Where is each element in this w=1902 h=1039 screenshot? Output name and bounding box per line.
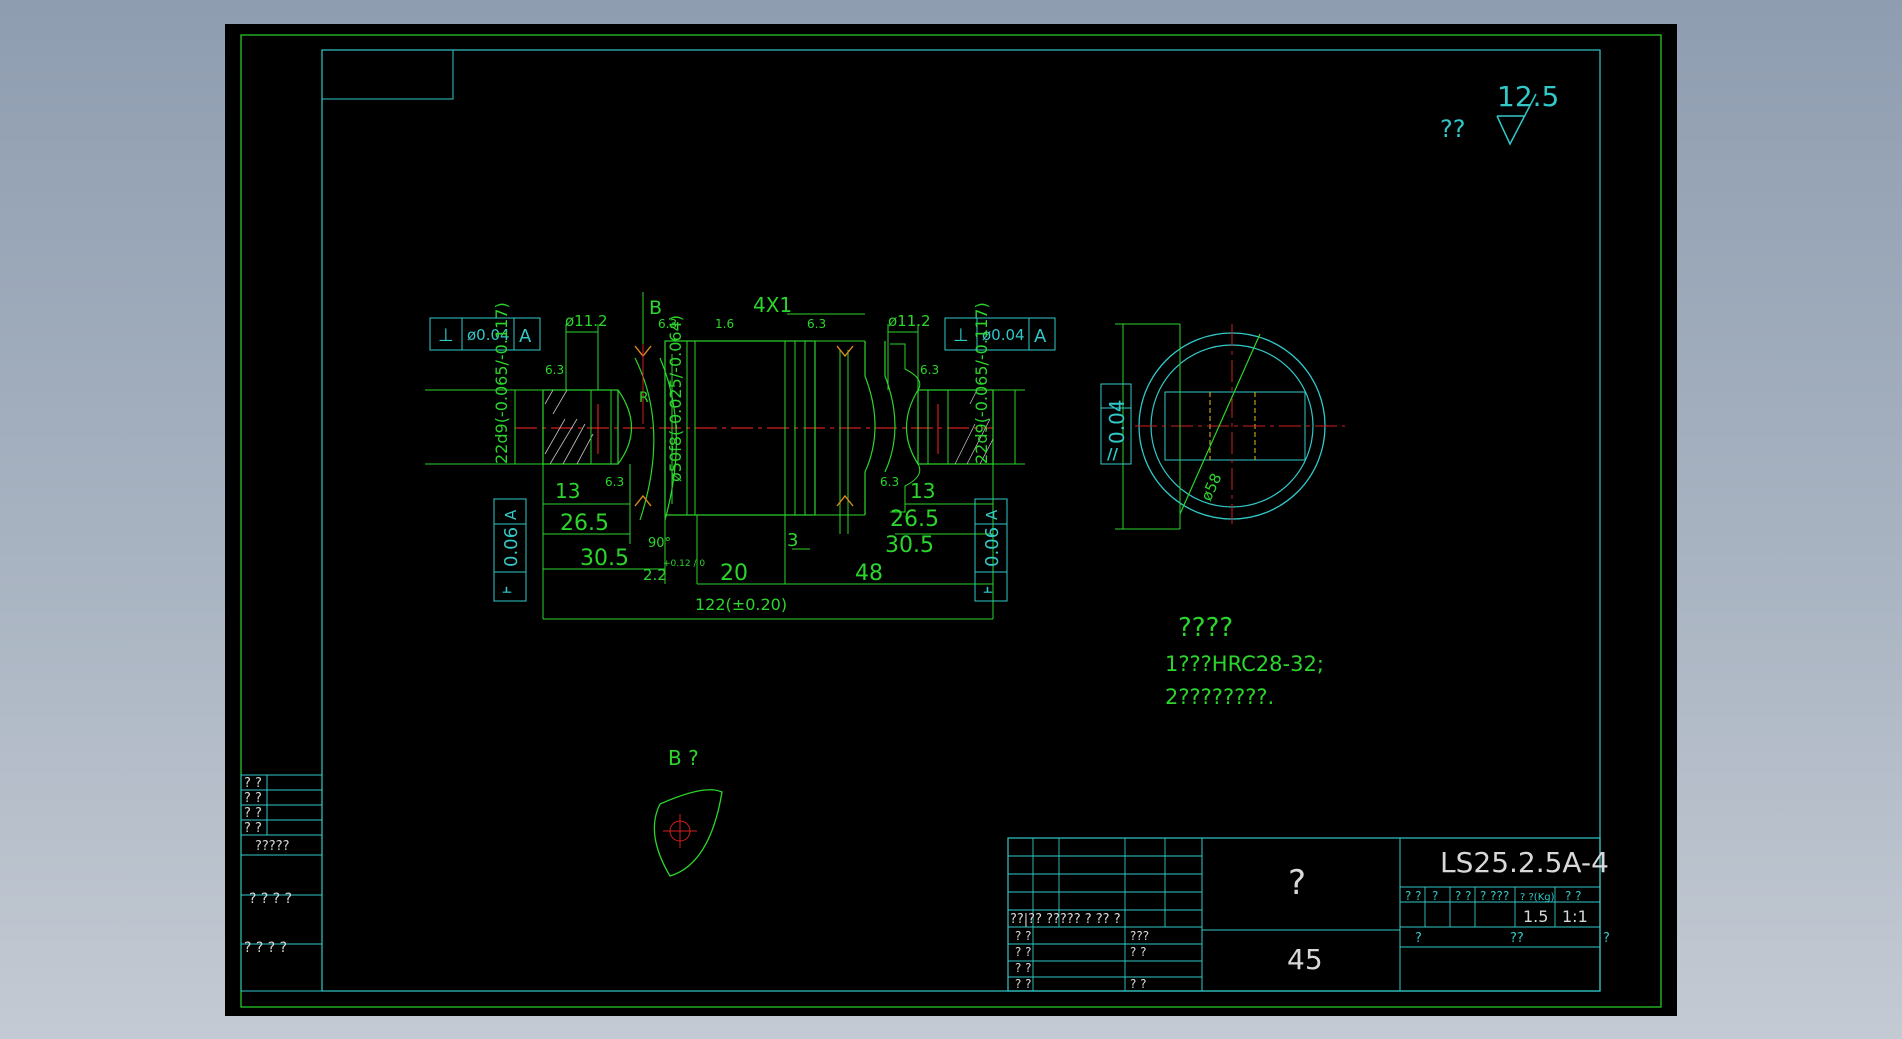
drawing-sheet: ?? 12.5 bbox=[225, 24, 1677, 1016]
svg-text:48: 48 bbox=[855, 561, 883, 586]
svg-text:? ?: ? ? bbox=[1130, 977, 1147, 991]
svg-text:? ?(Kg): ? ?(Kg) bbox=[1520, 892, 1555, 903]
left-signature-block: ? ? ? ? ? ? ? ? ????? ? ? ? ? ? ? ? ? bbox=[240, 774, 323, 992]
svg-text:?: ? bbox=[1432, 889, 1438, 903]
svg-text:A: A bbox=[519, 326, 532, 347]
technical-notes: ???? 1???HRC28-32; 2????????. bbox=[1165, 613, 1324, 709]
svg-text:? ? ? ?: ? ? ? ? bbox=[244, 940, 287, 956]
svg-text:30.5: 30.5 bbox=[580, 546, 629, 571]
svg-text:???: ??? bbox=[1130, 929, 1149, 943]
svg-text:B ?: B ? bbox=[668, 746, 699, 770]
svg-text:+0.12 / 0: +0.12 / 0 bbox=[663, 559, 705, 569]
perpendicularity-frame-right: ⊥ ø0.04 A bbox=[944, 317, 1056, 351]
svg-text:LS25.2.5A-4: LS25.2.5A-4 bbox=[1440, 846, 1609, 879]
svg-text:ø58: ø58 bbox=[1197, 470, 1225, 503]
svg-text:??: ?? bbox=[1440, 115, 1465, 143]
svg-text:1.5: 1.5 bbox=[1523, 907, 1548, 926]
svg-text:?: ? bbox=[1503, 889, 1509, 903]
runout-frame-right: A 0.06 ⫠ bbox=[974, 498, 1008, 602]
svg-text:ø11.2: ø11.2 bbox=[888, 312, 931, 330]
svg-text:? ?: ? ? bbox=[244, 776, 262, 791]
svg-text:2????????.: 2????????. bbox=[1165, 685, 1274, 709]
svg-text:?????: ????? bbox=[255, 839, 290, 854]
svg-text:ø50f8(-0.025/-0.064): ø50f8(-0.025/-0.064) bbox=[666, 315, 685, 482]
general-roughness-symbol: ?? 12.5 bbox=[1440, 80, 1559, 146]
end-view: // 0.04 ø58 bbox=[1100, 323, 1345, 530]
svg-text:B: B bbox=[649, 297, 662, 319]
svg-text:6.3: 6.3 bbox=[545, 363, 564, 377]
svg-text:⊥: ⊥ bbox=[438, 325, 454, 346]
svg-text:? ?: ? ? bbox=[244, 821, 262, 836]
technical-drawing: ?? 12.5 bbox=[240, 34, 1662, 1008]
svg-text:??|?? ????? ? ?? ?: ??|?? ????? ? ?? ? bbox=[1010, 912, 1121, 927]
svg-text:20: 20 bbox=[720, 561, 748, 586]
svg-text:13: 13 bbox=[555, 479, 580, 503]
title-block: ??|?? ????? ? ?? ? ? ? ??? ? ? ? ? ? ? ?… bbox=[1007, 837, 1610, 992]
svg-text:26.5: 26.5 bbox=[890, 507, 939, 532]
svg-text:ø0.04: ø0.04 bbox=[982, 326, 1025, 344]
perpendicularity-frame-left: ⊥ ø0.04 A bbox=[429, 317, 541, 351]
svg-text:? ?: ? ? bbox=[1565, 889, 1582, 903]
svg-text:13: 13 bbox=[910, 479, 935, 503]
svg-text:? ?: ? ? bbox=[1015, 945, 1032, 959]
svg-text:6.3: 6.3 bbox=[658, 317, 677, 331]
svg-text:0.06: 0.06 bbox=[501, 527, 522, 567]
svg-text:? ?: ? ? bbox=[1015, 977, 1032, 991]
svg-text:? ?: ? ? bbox=[244, 806, 262, 821]
section-b-view: B ? bbox=[653, 746, 723, 877]
svg-text:?: ? bbox=[1288, 863, 1306, 903]
svg-text:?: ? bbox=[1603, 931, 1610, 946]
svg-text:30.5: 30.5 bbox=[885, 533, 934, 558]
svg-text:122(±0.20): 122(±0.20) bbox=[695, 595, 787, 614]
svg-text:? ?: ? ? bbox=[1455, 889, 1472, 903]
svg-text:A: A bbox=[983, 509, 1001, 520]
svg-text:ø0.04: ø0.04 bbox=[467, 326, 510, 344]
svg-text:1???HRC28-32;: 1???HRC28-32; bbox=[1165, 652, 1324, 676]
svg-text:90°: 90° bbox=[648, 536, 671, 551]
svg-text:26.5: 26.5 bbox=[560, 511, 609, 536]
main-shaft-view: ⊥ ø0.04 A ⊥ ø0.04 A ø11.2 ø11.2 B 4X1 6. bbox=[425, 292, 1056, 620]
svg-text:R: R bbox=[639, 390, 649, 406]
svg-text:? ?: ? ? bbox=[1130, 945, 1147, 959]
svg-text:4X1: 4X1 bbox=[753, 293, 792, 317]
svg-text:6.3: 6.3 bbox=[920, 363, 939, 377]
runout-frame-left: A 0.06 ⫠ bbox=[493, 498, 527, 602]
svg-text:A: A bbox=[502, 509, 520, 520]
svg-text:6.3: 6.3 bbox=[605, 475, 624, 489]
svg-text:6.3: 6.3 bbox=[807, 317, 826, 331]
svg-text:??: ?? bbox=[1510, 931, 1524, 946]
svg-text:6.3: 6.3 bbox=[880, 475, 899, 489]
svg-text:?: ? bbox=[1415, 931, 1422, 946]
svg-text:22d9(-0.065/-0.117): 22d9(-0.065/-0.117) bbox=[492, 302, 511, 464]
svg-text:A: A bbox=[1034, 326, 1047, 347]
svg-text:? ? ? ?: ? ? ? ? bbox=[249, 891, 292, 907]
svg-text:? ?: ? ? bbox=[1015, 961, 1032, 975]
svg-text:⫠: ⫠ bbox=[983, 578, 993, 597]
svg-text:ø11.2: ø11.2 bbox=[565, 312, 608, 330]
svg-text:? ?: ? ? bbox=[1405, 889, 1422, 903]
svg-text:0.04: 0.04 bbox=[1105, 399, 1129, 444]
svg-text:0.06: 0.06 bbox=[982, 527, 1003, 567]
svg-text:? ?: ? ? bbox=[1015, 929, 1032, 943]
svg-text:⫠: ⫠ bbox=[502, 578, 512, 597]
svg-text:3: 3 bbox=[787, 530, 798, 551]
svg-text:? ?: ? ? bbox=[244, 791, 262, 806]
svg-text:12.5: 12.5 bbox=[1497, 80, 1559, 113]
svg-text://: // bbox=[1107, 445, 1118, 463]
svg-text:? ??: ? ?? bbox=[1480, 889, 1503, 903]
svg-text:22d9(-0.065/-0.117): 22d9(-0.065/-0.117) bbox=[972, 302, 991, 464]
svg-text:????: ???? bbox=[1178, 613, 1233, 643]
svg-text:⊥: ⊥ bbox=[953, 325, 969, 346]
svg-text:45: 45 bbox=[1287, 943, 1323, 976]
svg-text:1:1: 1:1 bbox=[1562, 907, 1588, 926]
svg-text:2.2: 2.2 bbox=[643, 566, 667, 584]
svg-text:1.6: 1.6 bbox=[715, 317, 734, 331]
